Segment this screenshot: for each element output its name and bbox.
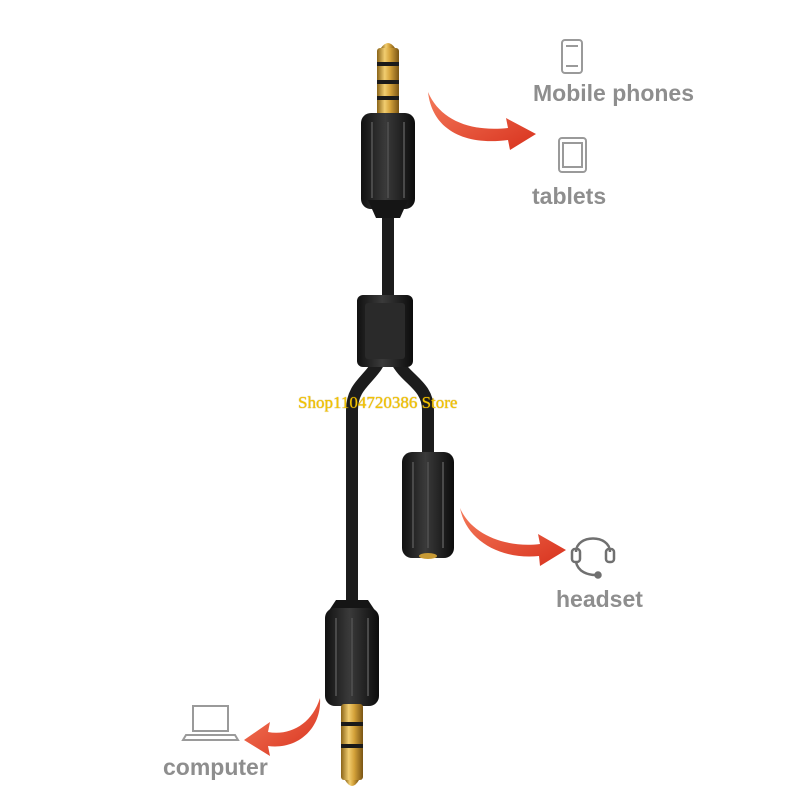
phone-icon	[561, 39, 583, 74]
label-headset: headset	[556, 586, 643, 612]
arrow-to-mobile	[428, 92, 536, 150]
arrow-to-headset	[460, 508, 566, 566]
label-tablets: tablets	[532, 183, 607, 209]
bottom-male-plug	[325, 600, 379, 786]
laptop-icon	[181, 705, 240, 741]
tablet-icon	[558, 137, 587, 173]
label-mobile-phones: Mobile phones	[533, 80, 694, 106]
headset-icon	[570, 537, 616, 579]
store-watermark: Shop1104720386 Store	[298, 393, 458, 412]
splitter-block	[357, 295, 413, 367]
female-jack	[402, 452, 454, 559]
top-male-plug	[361, 43, 415, 218]
arrow-to-computer	[244, 698, 321, 756]
label-computer: computer	[163, 754, 268, 780]
